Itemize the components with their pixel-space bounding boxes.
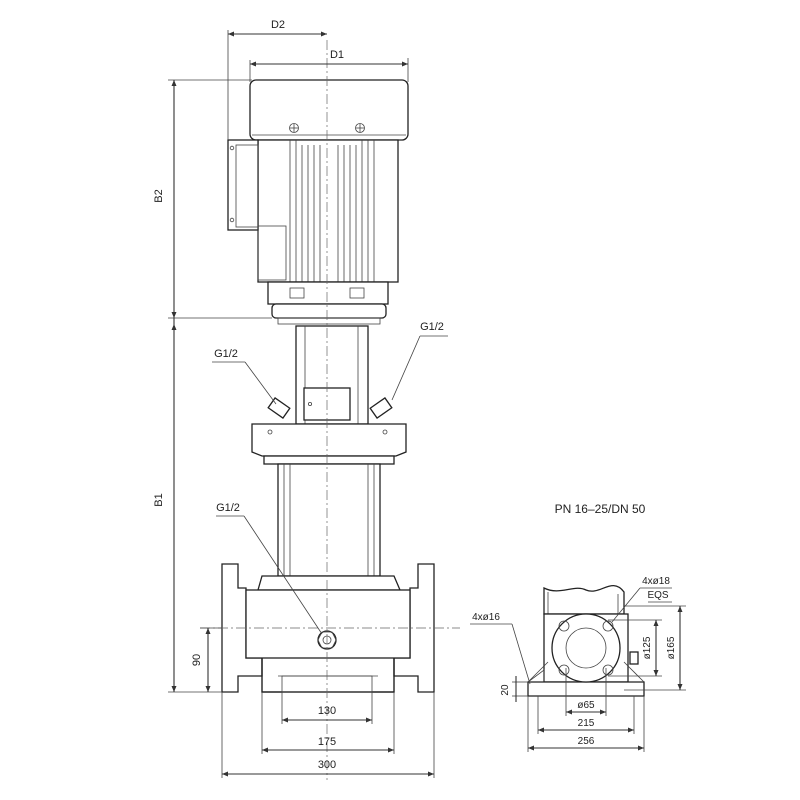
screw-icon — [355, 123, 365, 133]
port-lower-label: G1/2 — [216, 502, 240, 514]
b2-label: B2 — [153, 189, 165, 202]
w175-label: 175 — [318, 736, 336, 748]
pump-base — [221, 563, 435, 693]
port-top-left-label: G1/2 — [214, 348, 238, 360]
w300-label: 300 — [318, 759, 336, 771]
fan-cover — [249, 79, 409, 141]
motor — [227, 79, 409, 325]
motor-flange — [267, 281, 389, 305]
eqs-label: EQS — [647, 590, 668, 601]
pump-head — [251, 423, 407, 465]
dimensions — [168, 30, 435, 778]
vent-plug-icon — [369, 397, 393, 419]
vent-plug-icon — [267, 397, 291, 419]
holes-top-label: 4xø18 — [642, 576, 670, 587]
d165-label: ø165 — [666, 636, 677, 659]
w215-label: 215 — [578, 718, 595, 729]
pump-sleeve — [277, 463, 381, 577]
b1-label: B1 — [153, 493, 165, 506]
holes-base-label: 4xø16 — [472, 612, 500, 623]
d2-label: D2 — [271, 19, 285, 31]
flange-end-view — [526, 585, 645, 697]
d65-label: ø65 — [577, 700, 595, 711]
motor-body — [257, 139, 399, 283]
h90-label: 90 — [191, 654, 203, 666]
flange-rating: PN 16–25/DN 50 — [555, 502, 646, 516]
screw-icon — [289, 123, 299, 133]
d1-label: D1 — [330, 49, 344, 61]
flange-dimensions — [470, 587, 686, 752]
w256-label: 256 — [578, 736, 595, 747]
coupling — [267, 325, 393, 425]
port-top-right-label: G1/2 — [420, 321, 444, 333]
port-leaders — [212, 335, 448, 635]
d125-label: ø125 — [642, 636, 653, 659]
h20-label: 20 — [500, 684, 511, 696]
terminal-box — [227, 139, 259, 231]
w130-label: 130 — [318, 705, 336, 717]
